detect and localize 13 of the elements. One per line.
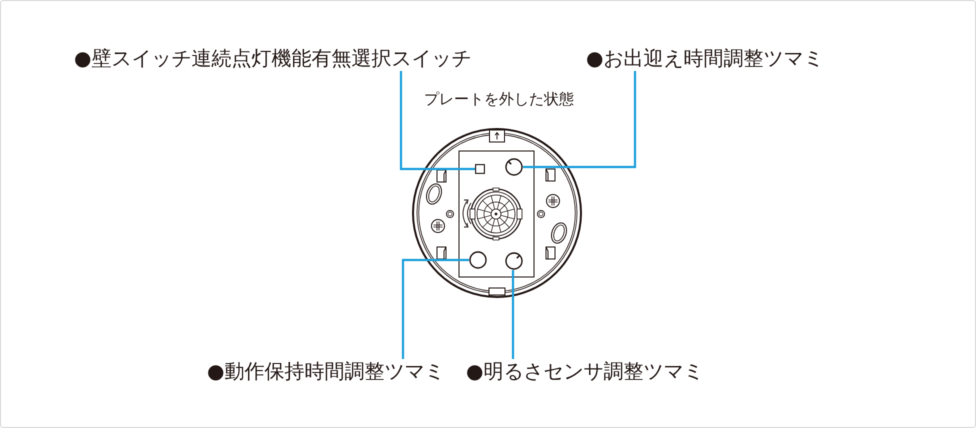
leader-line xyxy=(512,270,514,359)
callout-label: ●動作保持時間調整ツマミ xyxy=(207,359,444,384)
adjustment-knob xyxy=(505,158,523,176)
callout-label: ●お出迎え時間調整ツマミ xyxy=(586,46,824,71)
leader-line xyxy=(400,71,475,170)
leader-line xyxy=(523,71,636,168)
callout-label: ●明るさセンサ調整ツマミ xyxy=(466,359,704,384)
selector-switch xyxy=(475,164,485,174)
adjustment-knob xyxy=(469,251,487,269)
adjustment-knob xyxy=(505,252,523,270)
callout-label: ●壁スイッチ連続点灯機能有無選択スイッチ xyxy=(74,46,472,71)
leader-line xyxy=(402,258,469,359)
caption-text: プレートを外した状態 xyxy=(424,90,574,109)
